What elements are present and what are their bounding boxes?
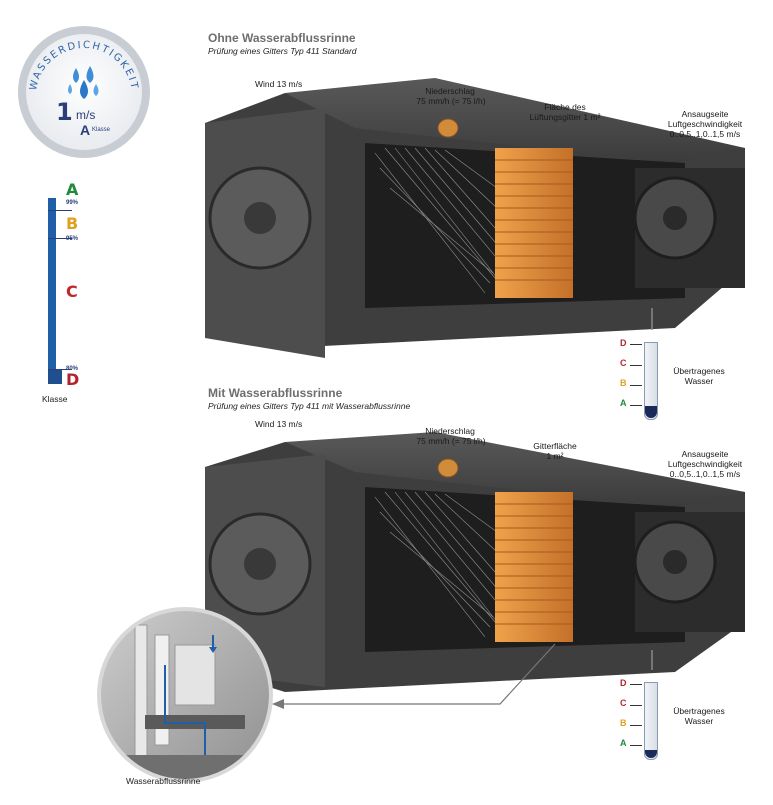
s2-rain-label-line1: Niederschlag (425, 426, 475, 436)
scale-bar (48, 198, 56, 370)
chamber-2-graphic (205, 432, 745, 692)
badge-class-word: Klasse (92, 127, 111, 133)
water-tightness-badge: WASSERDICHTIGKEIT 1 m/s A Klasse (14, 22, 154, 162)
gutter-detail-graphic (97, 607, 273, 783)
class-letter-b: B (66, 214, 79, 233)
pointer-arrowhead-icon (272, 699, 284, 709)
fan-left-2-hub (244, 548, 276, 580)
s2-tube-letter-d: D (620, 678, 627, 688)
percent-80: 80% (66, 366, 79, 372)
s2-tube-letter-c: C (620, 698, 627, 708)
class-letter-c: C (66, 282, 78, 301)
fan-right-2-hub (663, 550, 687, 574)
s1-grid-label-line2: Lüftungsgitter 1 m² (529, 112, 601, 122)
detail-profile-3 (174, 644, 216, 706)
tube-1-glass (644, 342, 658, 420)
section2-subtitle: Prüfung eines Gitters Typ 411 mit Wasser… (208, 401, 411, 411)
percent-99: 99% (66, 200, 79, 206)
pointer-line (282, 643, 556, 705)
s1-intake-label-line2: Luftgeschwindigkeit (667, 119, 743, 129)
s1-tube-letter-a: A (620, 398, 627, 408)
fan-right-1-hub (663, 206, 687, 230)
s2-water-label-line2: Wasser (684, 716, 714, 726)
measuring-tube-2: D C B A Übertragenes Wasser (620, 676, 740, 766)
gutter-detail-caption: Wasserabflussrinne (126, 776, 201, 786)
class-letter-d: D (66, 370, 80, 389)
chamber-2-top (285, 432, 745, 507)
s2-rain-label-line2: 75 mm/h (= 75 l/h) (416, 436, 486, 446)
louver-slats-2 (495, 503, 573, 625)
s1-tube-letter-b: B (620, 378, 627, 388)
tube-1-water (645, 406, 657, 418)
gutter-detail (95, 605, 275, 785)
detail-profile-1 (134, 624, 148, 766)
scale-divider-b (48, 238, 72, 239)
arrow-head-icon (209, 647, 217, 653)
test-chamber-2 (205, 432, 765, 702)
tube-1-ticks (630, 344, 642, 415)
test-chamber-1 (205, 68, 765, 358)
class-scale: A 99% B 95% C 80% D Klasse (40, 180, 100, 410)
louver-grid-1 (495, 148, 573, 298)
percent-95: 95% (66, 236, 79, 242)
s1-water-label-line2: Wasser (684, 376, 714, 386)
s2-wind-label: Wind 13 m/s (255, 419, 303, 429)
scale-bar-bottom (48, 370, 62, 384)
badge-class-letter: A (80, 122, 91, 138)
water-spray-2 (374, 491, 506, 638)
water-spray-1 (374, 147, 506, 294)
chamber-1-top (285, 78, 745, 163)
section2-title: Mit Wasserabflussrinne (208, 386, 343, 400)
detail-pointer-arrow (272, 643, 556, 709)
badge-graphic: WASSERDICHTIGKEIT (18, 26, 150, 158)
s1-water-label-line1: Übertragenes (673, 366, 725, 376)
fan-left-1-hub (244, 202, 276, 234)
s1-intake-label-line3: 0..0,5..1,0..1,5 m/s (669, 129, 741, 139)
tube-2-ticks (630, 684, 642, 755)
s1-rain-label-line1: Niederschlag (425, 86, 475, 96)
scale-divider-c (48, 369, 72, 370)
tube-2-water (645, 750, 657, 758)
class-letter-a: A (66, 180, 79, 199)
s1-intake-label-line1: Ansaugseite (681, 109, 729, 119)
s1-tube-letter-c: C (620, 358, 627, 368)
section1-subtitle: Prüfung eines Gitters Typ 411 Standard (208, 46, 357, 56)
s2-water-label-line1: Übertragenes (673, 706, 725, 716)
s1-tube-letter-d: D (620, 338, 627, 348)
class-scale-caption: Klasse (42, 394, 68, 404)
s2-intake-label-line1: Ansaugseite (681, 449, 729, 459)
s2-tube-letter-b: B (620, 718, 627, 728)
water-flow-arrow-icon (164, 665, 206, 755)
s1-rain-label-line2: 75 mm/h (= 75 l/h) (416, 96, 486, 106)
s1-grid-label-line1: Fläche des (544, 102, 586, 112)
scale-divider-a (48, 210, 72, 211)
rain-nozzle-1 (437, 118, 459, 138)
section1-title: Ohne Wasserabflussrinne (208, 31, 356, 45)
s2-intake-label-line2: Luftgeschwindigkeit (667, 459, 743, 469)
s2-grid-label-line1: Gitterfläche (533, 441, 577, 451)
badge-speed-unit: m/s (76, 108, 96, 122)
s2-intake-label-line3: 0..0,5..1,0..1,5 m/s (669, 469, 741, 479)
measuring-tube-1: D C B A Übertragenes Wasser (620, 336, 740, 426)
s2-grid-label-line2: 1 m² (546, 451, 564, 461)
louver-grid-2 (495, 492, 573, 642)
chamber-1-graphic (205, 78, 745, 358)
tube-2-glass (644, 682, 658, 760)
badge-speed-value: 1 (56, 98, 73, 126)
s2-tube-letter-a: A (620, 738, 627, 748)
louver-slats-1 (495, 159, 573, 281)
water-drops-icon (68, 66, 99, 99)
rain-nozzle-2 (437, 458, 459, 478)
s1-wind-label: Wind 13 m/s (255, 79, 303, 89)
